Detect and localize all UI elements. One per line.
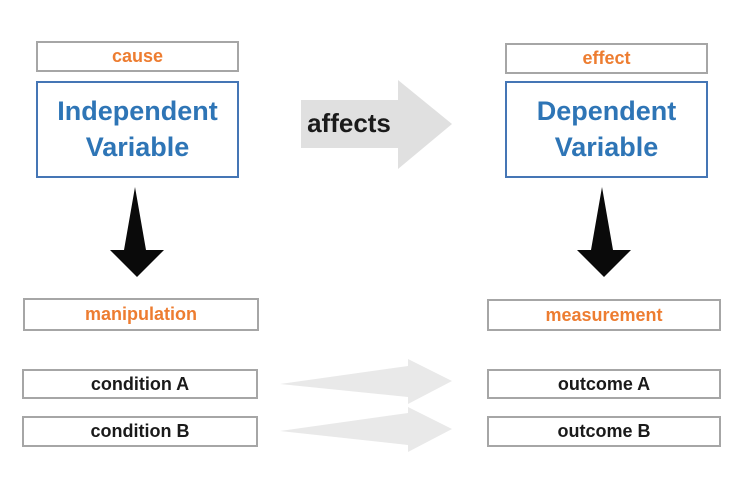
outcome-b-box: outcome B [487,416,721,447]
independent-variable-box: Independent Variable [36,81,239,178]
condition-b-box: condition B [22,416,258,447]
outcome-a-box: outcome A [487,369,721,399]
measurement-box: measurement [487,299,721,331]
cause-box: cause [36,41,239,72]
down-arrow-left-icon [110,187,164,277]
condition-a-box: condition A [22,369,258,399]
affects-label: affects [307,108,391,138]
down-arrow-right-icon [577,187,631,277]
condition-b-to-outcome-b-arrow-icon [280,407,452,452]
dependent-variable-box: Dependent Variable [505,81,708,178]
effect-box: effect [505,43,708,74]
affects-right-block-arrow-icon [301,80,452,169]
manipulation-box: manipulation [23,298,259,331]
condition-a-to-outcome-a-arrow-icon [280,359,452,404]
